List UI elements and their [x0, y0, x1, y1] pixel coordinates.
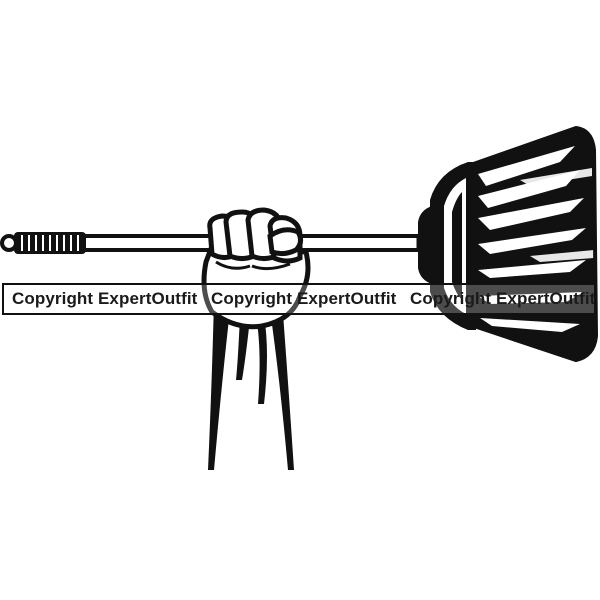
copyright-watermark-band: Copyright ExpertOutfit Copyright ExpertO…	[2, 283, 596, 315]
broom-head	[418, 125, 599, 363]
watermark-text: Copyright ExpertOutfit	[410, 289, 596, 308]
fist-hand	[201, 207, 311, 470]
watermark-text: Copyright ExpertOutfit	[12, 289, 198, 308]
watermark-text: Copyright ExpertOutfit	[211, 289, 397, 308]
